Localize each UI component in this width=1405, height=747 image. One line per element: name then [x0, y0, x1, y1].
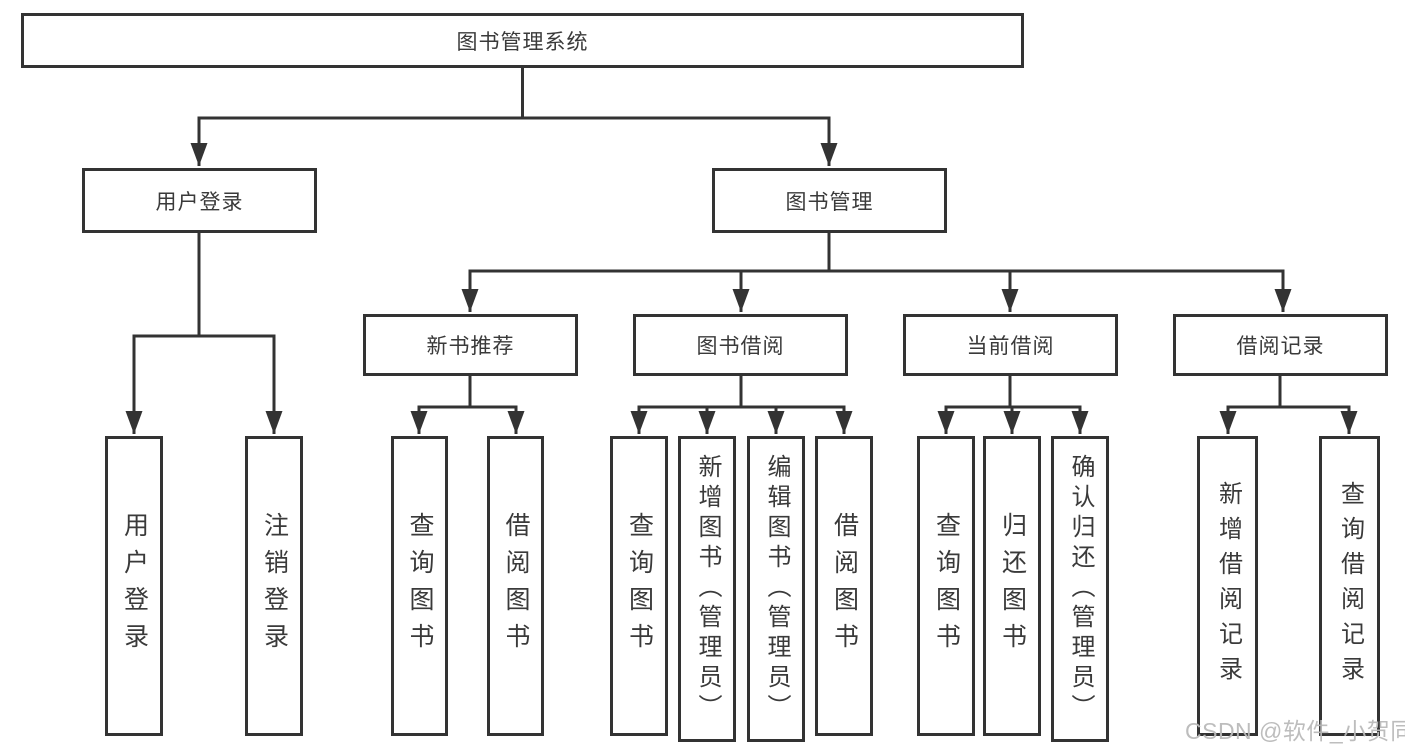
leaf-borrow-borrow-books-label: 借阅图书 — [830, 512, 859, 660]
leaf-logout-label: 注销登录 — [260, 512, 289, 660]
node-borrowing-records: 借阅记录 — [1173, 314, 1388, 376]
leaf-confirm-return-admin-label: 确认归还（管理员） — [1067, 454, 1094, 724]
leaf-newbooks-search-books-label: 查询图书 — [406, 512, 434, 660]
leaf-confirm-return-admin: 确认归还（管理员） — [1051, 436, 1109, 742]
node-user-login: 用户登录 — [82, 168, 317, 233]
node-root-label: 图书管理系统 — [456, 30, 589, 54]
leaf-search-borrow-record: 查询借阅记录 — [1319, 436, 1380, 736]
node-new-book-recommend: 新书推荐 — [363, 314, 578, 376]
leaf-current-search-books-label: 查询图书 — [932, 512, 961, 660]
leaf-return-books-label: 归还图书 — [998, 512, 1027, 660]
leaf-return-books: 归还图书 — [983, 436, 1041, 736]
leaf-borrow-search-books: 查询图书 — [610, 436, 668, 736]
node-borrowing-records-label: 借阅记录 — [1236, 335, 1325, 358]
leaf-add-borrow-record-label: 新增借阅记录 — [1214, 481, 1242, 691]
leaf-user-login: 用户登录 — [105, 436, 163, 736]
node-book-management: 图书管理 — [712, 168, 947, 233]
leaf-logout: 注销登录 — [245, 436, 303, 736]
leaf-current-search-books: 查询图书 — [917, 436, 975, 736]
node-book-management-label: 图书管理 — [785, 190, 874, 214]
leaf-newbooks-borrow-books-label: 借阅图书 — [502, 512, 530, 660]
leaf-borrow-search-books-label: 查询图书 — [625, 512, 654, 660]
node-book-borrowing: 图书借阅 — [633, 314, 848, 376]
node-book-borrowing-label: 图书借阅 — [696, 335, 785, 358]
leaf-edit-books-admin-label: 编辑图书（管理员） — [763, 454, 790, 724]
leaf-user-login-label: 用户登录 — [120, 512, 149, 660]
leaf-search-borrow-record-label: 查询借阅记录 — [1336, 481, 1364, 691]
leaf-add-books-admin-label: 新增图书（管理员） — [694, 454, 721, 724]
node-root: 图书管理系统 — [21, 13, 1024, 68]
leaf-edit-books-admin: 编辑图书（管理员） — [747, 436, 805, 742]
node-user-login-label: 用户登录 — [155, 190, 244, 214]
csdn-watermark: CSDN @软件_小贺同学 — [1185, 718, 1405, 744]
leaf-newbooks-borrow-books: 借阅图书 — [487, 436, 544, 736]
leaf-add-borrow-record: 新增借阅记录 — [1197, 436, 1258, 736]
leaf-add-books-admin: 新增图书（管理员） — [678, 436, 736, 742]
node-current-borrowing-label: 当前借阅 — [966, 335, 1055, 358]
leaf-newbooks-search-books: 查询图书 — [391, 436, 448, 736]
node-new-book-recommend-label: 新书推荐 — [426, 335, 515, 358]
leaf-borrow-borrow-books: 借阅图书 — [815, 436, 873, 736]
node-current-borrowing: 当前借阅 — [903, 314, 1118, 376]
